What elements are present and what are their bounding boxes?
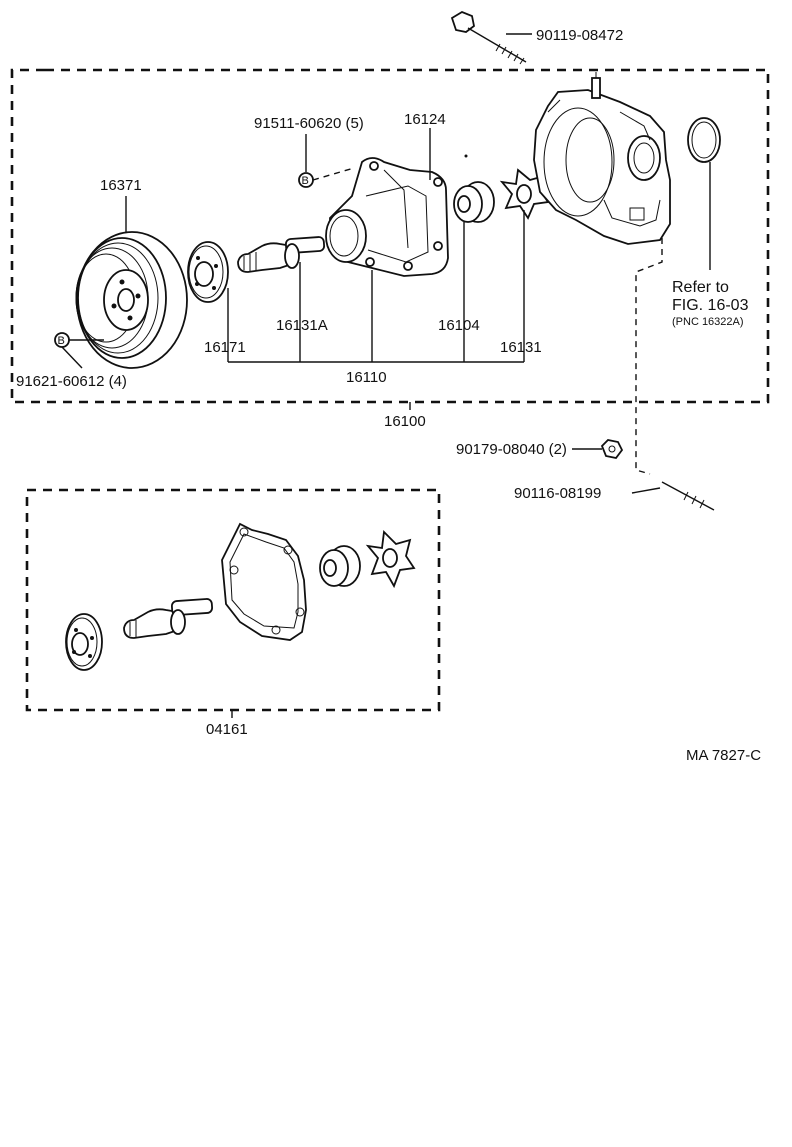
pump-housing-icon xyxy=(533,72,671,245)
leader-tree xyxy=(227,210,525,363)
leader-stud xyxy=(631,487,661,494)
label-assembly: 16100 xyxy=(384,413,426,430)
label-pulley-screw: 91621-60612 (4) xyxy=(16,373,127,390)
kit-gasket-icon xyxy=(221,522,307,641)
hub-flange-icon xyxy=(187,241,229,303)
label-screw: 91511-60620 (5) xyxy=(254,115,364,132)
impeller-icon xyxy=(499,168,550,220)
seal-icon xyxy=(453,154,495,223)
nut-icon xyxy=(600,439,624,459)
o-ring-icon xyxy=(687,117,721,163)
label-gasket-kit: 04161 xyxy=(206,721,248,738)
kit-seal-icon xyxy=(319,545,361,587)
kit-hub-flange-icon xyxy=(65,613,103,671)
kit-impeller-icon xyxy=(365,530,416,589)
label-hub: 16171 xyxy=(204,339,246,356)
label-pulley: 16371 xyxy=(100,177,142,194)
leader-housing-stud xyxy=(635,238,663,475)
pulley-icon xyxy=(75,231,188,369)
label-body: 16124 xyxy=(404,111,446,128)
stud-icon xyxy=(661,481,715,511)
pump-body-icon xyxy=(325,157,449,277)
assembly-box xyxy=(10,68,770,404)
label-refer-2: FIG. 16-03 xyxy=(672,297,749,314)
b-marker-screw-text: B xyxy=(302,175,309,187)
figure-code: MA 7827-C xyxy=(686,747,761,764)
gasket-kit-box xyxy=(25,488,441,712)
leader-pulley-screw xyxy=(61,346,83,369)
label-pump-sub: 16110 xyxy=(346,369,387,386)
label-refer-3: (PNC 16322A) xyxy=(672,316,744,328)
label-shaft: 16131A xyxy=(276,317,328,334)
label-nut: 90179-08040 (2) xyxy=(456,441,567,458)
label-seal: 16104 xyxy=(438,317,480,334)
bearing-shaft-icon xyxy=(237,236,326,273)
kit-bearing-shaft-icon xyxy=(123,598,214,639)
top-bolt-icon xyxy=(450,10,527,65)
label-impeller: 16131 xyxy=(500,339,542,356)
leader-b-screw xyxy=(312,167,355,181)
label-bolt-top: 90119-08472 xyxy=(536,27,623,44)
label-stud: 90116-08199 xyxy=(514,485,601,502)
label-refer-1: Refer to xyxy=(672,279,729,296)
b-marker-pulley-text: B xyxy=(58,335,65,347)
